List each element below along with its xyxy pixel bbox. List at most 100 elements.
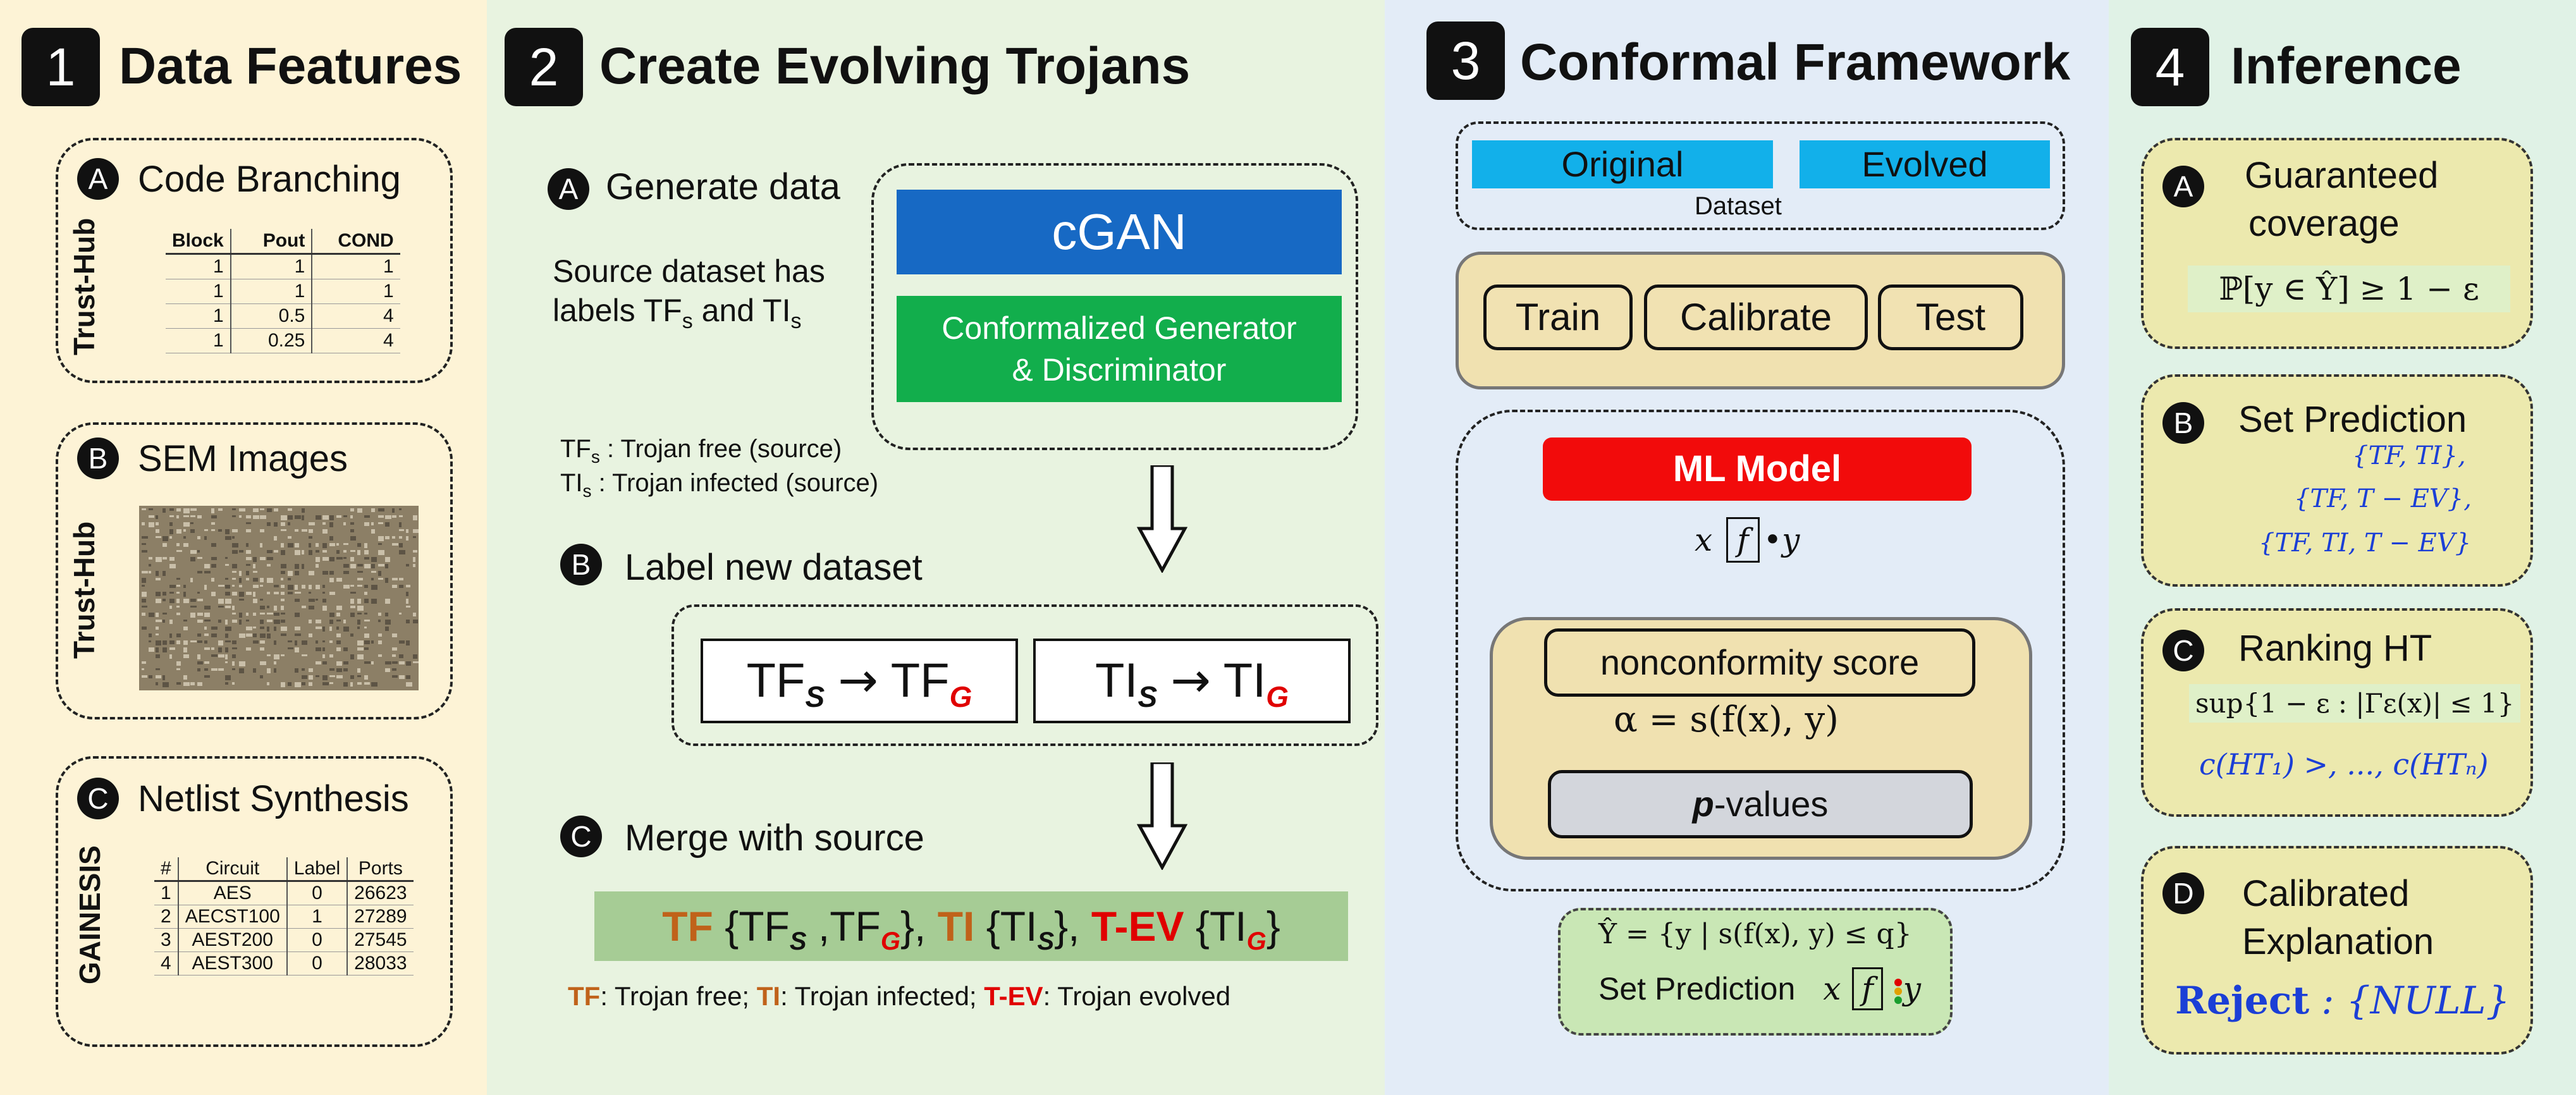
table-cell: 4 <box>154 951 178 976</box>
model-box <box>1456 410 2065 891</box>
set-equation: Ŷ = {y | s(f(x), y) ≤ q} <box>1598 918 1912 950</box>
text: }, <box>1054 903 1080 950</box>
table-cell: AEST200 <box>177 928 287 952</box>
set-prediction-inference-box <box>2141 374 2533 587</box>
sem-images-title: SEM Images <box>138 438 348 479</box>
text: TF <box>560 435 591 463</box>
coverage-title-line2: coverage <box>2248 203 2400 244</box>
text: S <box>1037 927 1055 956</box>
text: x <box>1695 522 1713 558</box>
text: }, <box>900 903 926 950</box>
merge-letter: C <box>560 816 602 857</box>
source-dataset-line2: labels TFs and TIs <box>553 292 801 334</box>
text: TI <box>756 981 781 1011</box>
text: {TI <box>1184 903 1247 950</box>
text: : Trojan evolved <box>1043 981 1231 1011</box>
table-cell: 4 <box>311 303 400 329</box>
netlist-synthesis-letter: C <box>77 778 119 819</box>
generator-box <box>871 163 1358 450</box>
ranking-formula: sup{1 − ε : |Γε(x)| ≤ 1} <box>2189 684 2521 723</box>
panel1-number: 1 <box>21 28 100 106</box>
text: G <box>949 680 972 714</box>
set-prediction-row: Set Prediction x f y <box>1598 967 1921 1010</box>
text: Evolved <box>1861 144 1988 184</box>
split-train: Train <box>1483 284 1633 350</box>
set-prediction-set-3: {TF, TI, T − EV} <box>2259 529 2472 558</box>
text: s <box>591 447 600 467</box>
table-cell: AECST100 <box>177 905 287 929</box>
merge-bar: TF {TFS ,TFG}, TI {TIS}, T-EV {TIG} <box>594 891 1348 961</box>
text: TI <box>560 469 583 497</box>
source-dataset-line1: Source dataset has <box>553 254 825 289</box>
table-cell: 1 <box>230 279 312 304</box>
arrow-right-icon: → <box>838 652 878 708</box>
table-cell: 27289 <box>347 905 414 929</box>
table-cell: 2 <box>154 905 178 929</box>
arrow-down-icon <box>1137 465 1187 573</box>
table-header: Ports <box>347 857 414 882</box>
text: labels TF <box>553 293 682 328</box>
label-new-dataset-title: Label new dataset <box>625 547 923 588</box>
set-prediction-title: Set Prediction <box>2238 399 2467 440</box>
table-header: Block <box>166 229 231 255</box>
netlist-synthesis-title: Netlist Synthesis <box>138 778 409 819</box>
panel1-title: Data Features <box>119 37 462 95</box>
explanation-letter: D <box>2162 872 2204 914</box>
table-cell: 28033 <box>347 951 414 976</box>
text: TI <box>1095 654 1138 707</box>
panel2-title: Create Evolving Trojans <box>599 37 1191 95</box>
table-cell: 1 <box>230 254 312 279</box>
traffic-dots-icon <box>1894 977 1903 1005</box>
text: {TI <box>974 903 1038 950</box>
tf-label: TF <box>662 903 713 950</box>
code-branching-letter: A <box>77 158 119 200</box>
label-mapping-box <box>672 604 1378 746</box>
panel4-number: 4 <box>2131 28 2209 106</box>
table-cell: 0.25 <box>230 328 312 353</box>
text: : Trojan free; <box>600 981 757 1011</box>
text: ,TF <box>806 903 881 950</box>
ranking-order: c(HT₁) >, ..., c(HTₙ) <box>2199 747 2489 781</box>
coverage-box <box>2141 138 2533 349</box>
panel3-number: 3 <box>1426 21 1505 100</box>
table-cell: 0 <box>286 881 348 905</box>
sem-images-source: Trust-Hub <box>68 521 101 659</box>
text: -values <box>1714 784 1829 824</box>
table-cell: 1 <box>166 328 231 353</box>
table-cell: 4 <box>311 328 400 353</box>
ti-label: TI <box>926 903 975 950</box>
cgan-block: cGAN <box>897 190 1342 274</box>
text: TI <box>1223 654 1267 707</box>
tev-label: T-EV <box>1079 903 1184 950</box>
merge-title: Merge with source <box>625 817 924 859</box>
text: TF <box>890 654 950 707</box>
generator-line1: Conformalized Generator <box>941 310 1297 346</box>
cgan-label: cGAN <box>1052 204 1187 260</box>
p-values: p-values <box>1548 770 1973 838</box>
text: : Trojan infected; <box>780 981 984 1011</box>
text: and TI <box>692 293 791 328</box>
text: {TF <box>713 903 790 950</box>
ml-model-block: ML Model <box>1543 437 1972 501</box>
explanation-box <box>2141 846 2533 1055</box>
table-header: COND <box>311 229 400 255</box>
generate-data-title: Generate data <box>606 166 840 207</box>
text: Original <box>1561 144 1684 184</box>
text: S <box>789 927 807 956</box>
explanation-title-line1: Calibrated <box>2242 873 2410 914</box>
code-branching-title: Code Branching <box>138 159 401 200</box>
table-cell: AEST300 <box>177 951 287 976</box>
ranking-title: Ranking HT <box>2238 628 2432 669</box>
table-header: # <box>154 857 178 882</box>
generator-block: Conformalized Generator & Discriminator <box>897 296 1342 402</box>
text: Calibrate <box>1679 296 1832 338</box>
code-branching-source: Trust-Hub <box>68 217 101 355</box>
text: f <box>1852 967 1883 1010</box>
text: G <box>1246 927 1267 956</box>
netlist-synthesis-source: GAINESIS <box>73 845 106 984</box>
text: x <box>1823 970 1841 1007</box>
